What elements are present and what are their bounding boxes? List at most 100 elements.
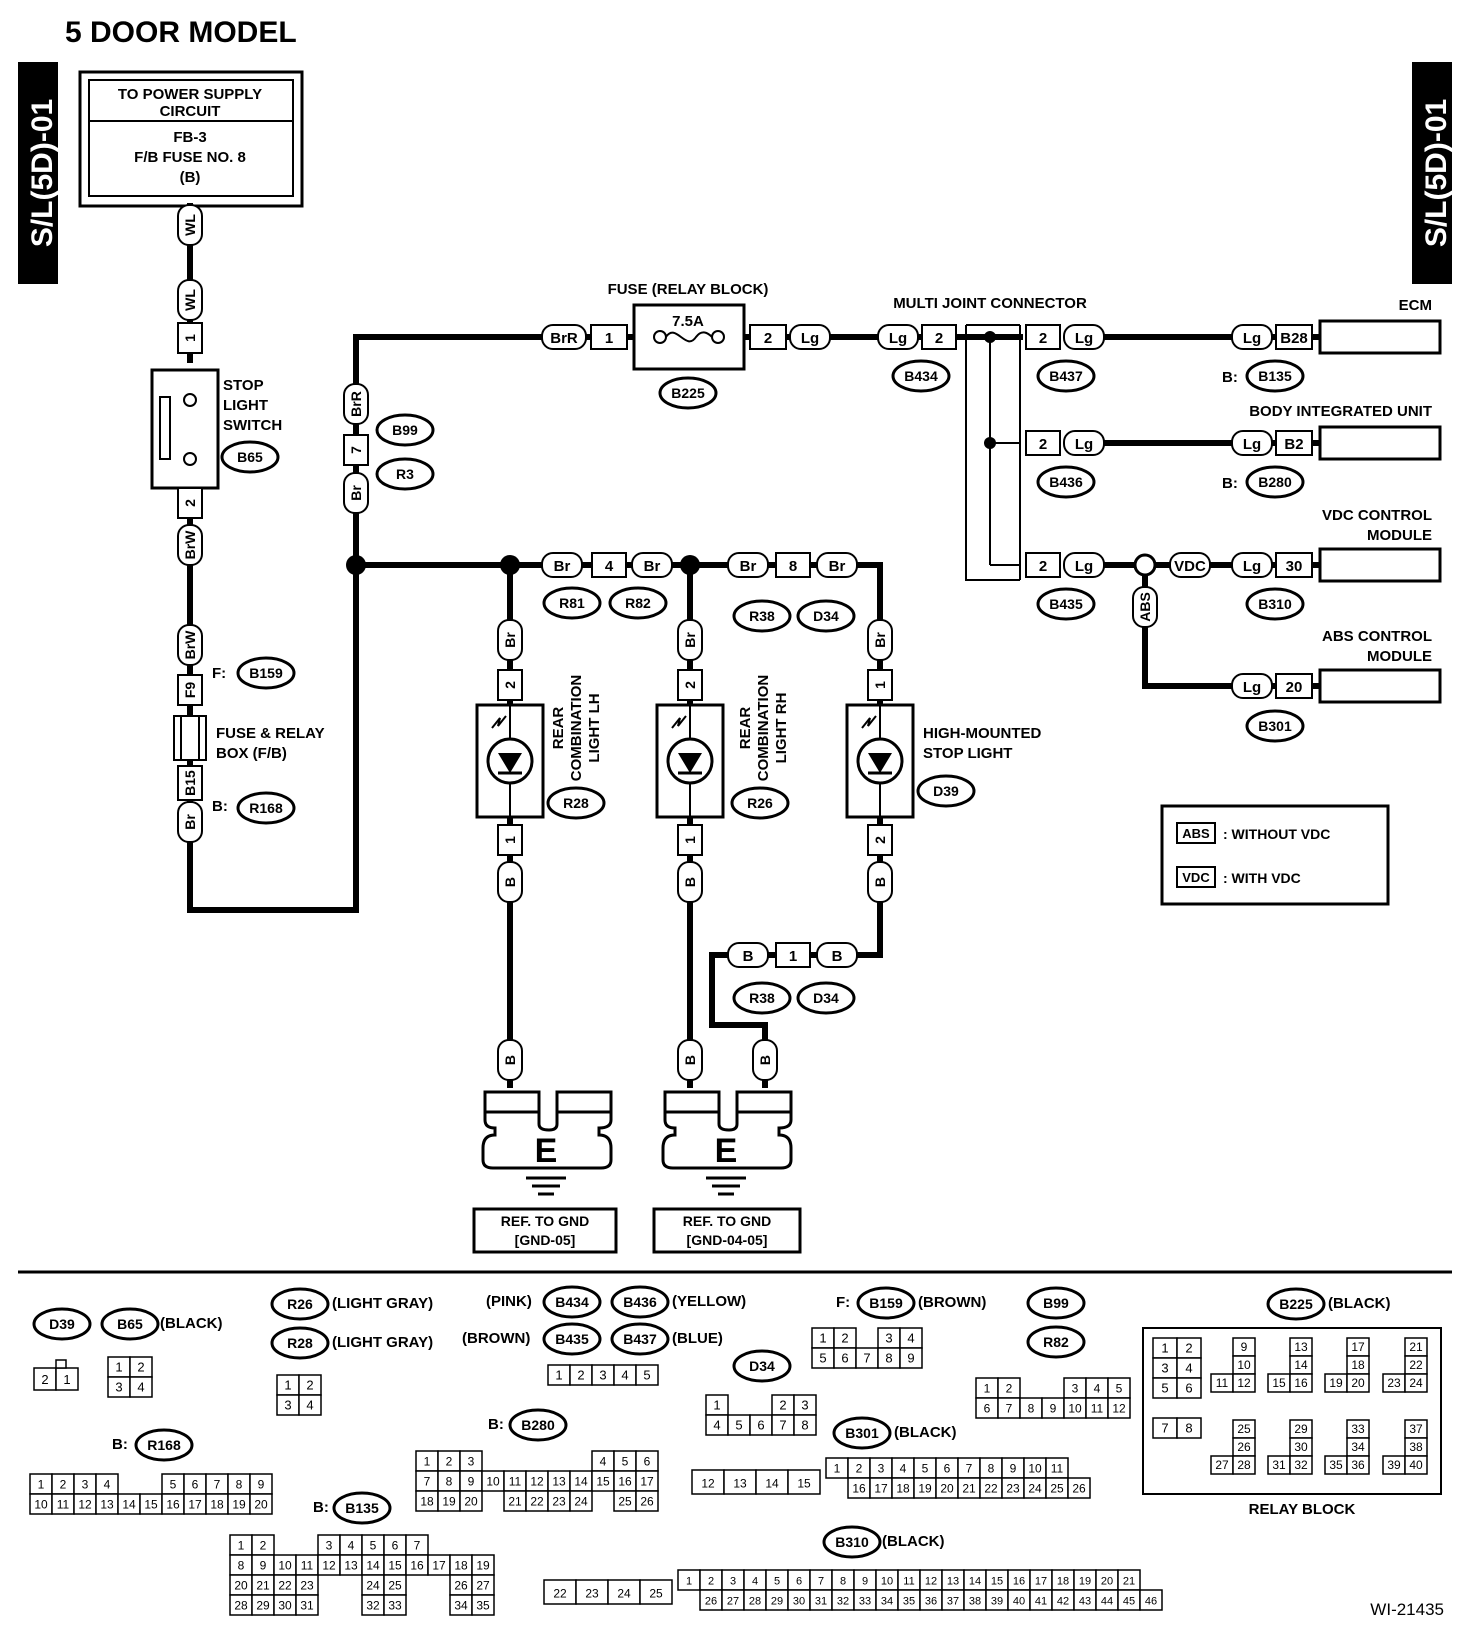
view-relay-25-28-pin: 25 [1237,1422,1251,1436]
view-b135-pin: 10 [278,1558,292,1572]
wire-lg-b435-shape [1063,552,1105,578]
view-b301-right-pin: 26 [1072,1481,1086,1495]
relay-block-fuse: 7.5A FUSE (RELAY BLOCK) [600,281,778,371]
wire-lg-biu-shape [1231,430,1273,456]
wire-lg-vdc: Lg [1243,558,1261,575]
wire-lg-fuse: Lg [801,330,819,347]
view-relay-33-36-pin: 35 [1329,1458,1343,1472]
ground-left-ref1: REF. TO GND [501,1213,589,1229]
view-b280-pin: 22 [530,1494,544,1508]
b280-prefix: B: [1222,475,1238,492]
view-b135-pin: 25 [388,1578,402,1592]
view-b135-pin: 31 [300,1598,314,1612]
view-relay-17-20-pin: 18 [1351,1358,1365,1372]
view-b301-right-pin: 7 [966,1461,973,1475]
view-r82-pin: 8 [1028,1401,1035,1415]
pin-7-shape [343,434,369,466]
rh-label1: REAR [737,707,754,750]
wire-br-r38-shape [727,552,769,578]
view-b310-right-pin: 6 [796,1575,802,1587]
pin-fuse-1: 1 [605,330,613,347]
conn-b65: B65 [237,449,263,465]
view-r82-pin: 2 [1006,1381,1013,1395]
bottom-b434: B434 [555,1294,589,1310]
view-b135-pin: 33 [388,1598,402,1612]
pin-b65-1: 1 [182,334,198,342]
view-b280-cell [459,1490,483,1512]
view-b310-right-pin: 38 [969,1595,981,1607]
wire-lg-abs: Lg [1243,679,1261,696]
view-b159-pin: 4 [907,1330,914,1345]
bottom-r168: R168 [147,1437,181,1453]
pin-d34-1-shape [775,942,811,968]
view-relay-1-8-cell [1176,1417,1202,1439]
view-b301-right-pin: 20 [940,1481,954,1495]
power-supply-box: TO POWER SUPPLY CIRCUIT FB-3 F/B FUSE NO… [78,70,304,208]
view-b301-right-pin: 22 [984,1481,998,1495]
pin-b436-2-shape [1025,430,1061,456]
pin-hm-2: 2 [872,836,888,844]
view-b280-pin: 18 [420,1494,434,1508]
view-b301-right-pin: 11 [1051,1461,1064,1475]
hm-label2: STOP LIGHT [923,745,1012,762]
view-b135-pin: 27 [476,1578,490,1592]
wire-lg-abs-shape [1231,673,1273,699]
bottom-r168-shape [134,1428,194,1462]
view-relay-25-28-cell [1232,1455,1256,1475]
view-b310-right-pin: 3 [730,1575,736,1587]
view-relay-33-36-cell [1346,1455,1370,1475]
wire-br-lh: Br [502,632,518,648]
view-b135-pin: 15 [388,1558,402,1572]
multi-joint-label: MULTI JOINT CONNECTOR [893,295,1087,312]
view-b310-right-pin: 37 [947,1595,959,1607]
view-r26-r28-pin: 2 [306,1377,313,1392]
view-relay-1-8-pin: 8 [1185,1420,1192,1435]
wire-b-rh-gnd: B [682,1055,698,1065]
view-b280-pin: 23 [552,1494,566,1508]
bottom-b135-shape [332,1491,392,1525]
view-b65-pin: 4 [137,1379,144,1394]
conn-b436-shape [1036,465,1096,499]
view-b280-pin: 12 [530,1474,544,1488]
view-relay-9-12-pin: 9 [1241,1340,1248,1354]
view-b310-right-pin: 16 [1013,1575,1025,1587]
bottom-b437-shape [610,1322,670,1356]
conn-b280-shape [1245,465,1305,499]
pin-rh-2: 2 [682,681,698,689]
rh-label2: COMBINATION [755,675,772,781]
conn-b280: B280 [1258,474,1292,490]
bottom-b159: B159 [869,1295,903,1311]
view-b135-pin: 17 [432,1558,446,1572]
view-d34-pin: 4 [713,1417,720,1432]
view-b135-pin: 14 [366,1558,380,1572]
view-b135-pin: 23 [300,1578,314,1592]
conn-r38-shape [732,599,792,633]
b310-color: (BLACK) [882,1533,944,1550]
view-b301-right-pin: 2 [856,1461,863,1475]
bottom-r82-shape [1026,1325,1086,1359]
view-r168-pin: 2 [60,1477,67,1491]
view-b135-pin: 35 [476,1598,490,1612]
view-relay-37-40-pin: 37 [1409,1422,1423,1436]
ground-left-symbol: E [535,1132,558,1170]
pin-b437-2-shape [1025,324,1061,350]
wire-b-lh-shape [497,861,523,903]
pin-b65-2-shape [177,487,203,519]
view-b310-right-pin: 17 [1035,1575,1047,1587]
view-d39-cell [55,1367,79,1391]
rear-combination-light-rh: REAR COMBINATION LIGHT RH [655,675,790,819]
conn-b65-shape [220,440,280,474]
view-b310-right-pin: 31 [815,1595,827,1607]
pin-8-shape [775,552,811,578]
bottom-r28: R28 [287,1335,313,1351]
view-r168-pin: 17 [188,1497,202,1511]
wire-br-r82: Br [644,558,661,575]
view-b301-left-pin: 13 [733,1476,747,1490]
